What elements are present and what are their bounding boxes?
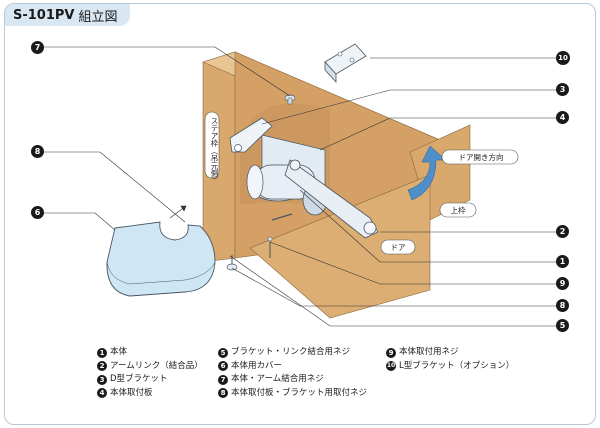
- legend-number: 4: [97, 388, 107, 399]
- diagram-title: 組立図: [78, 9, 118, 25]
- legend-text: 本体用カバー: [231, 360, 283, 371]
- callout-9: 9: [556, 277, 569, 290]
- door-open-arrow: [407, 145, 447, 201]
- legend-number: 3: [97, 374, 107, 385]
- callout-1: 1: [556, 255, 569, 268]
- legend-text: ブラケット・リンク結合用ネジ: [231, 347, 351, 357]
- callout-2: 2: [556, 225, 569, 238]
- legend-text: アームリンク（結合品）: [110, 360, 203, 371]
- callout-5: 5: [556, 319, 569, 332]
- upper-frame-label: 上枠: [450, 206, 466, 215]
- legend-text: D型ブラケット: [110, 374, 168, 384]
- legend-text: L型ブラケット（オプション）: [399, 360, 515, 371]
- closer-body: [229, 117, 379, 239]
- legend-text: 本体: [110, 347, 128, 357]
- callout-6: 6: [31, 206, 44, 219]
- leader-lines: [44, 46, 560, 327]
- legend-number: 8: [218, 388, 228, 399]
- legend-number: 9: [386, 347, 396, 358]
- screw-7: [284, 94, 296, 105]
- door-label: ドア: [390, 243, 406, 252]
- callout-8-left: 8: [31, 145, 44, 158]
- door-open-direction-label: ドア開き方向: [458, 153, 504, 162]
- model-number: S-101PV: [13, 7, 75, 23]
- callout-4: 4: [556, 111, 569, 124]
- legend-text: 本体取付板・ブラケット用取付ネジ: [231, 387, 368, 398]
- label-pills: [380, 149, 519, 255]
- frame-vertical-label: ステア枠（吊元側）: [210, 117, 219, 185]
- legend-text: 本体・アーム結合用ネジ: [231, 374, 324, 384]
- legend-number: 1: [97, 347, 107, 358]
- legend-number: 10: [386, 361, 396, 372]
- legend-text: 本体取付用ネジ: [399, 347, 459, 357]
- legend-number: 2: [97, 361, 107, 372]
- legend-number: 5: [218, 347, 228, 358]
- l-bracket: [324, 43, 367, 84]
- legend-text: 本体取付板: [110, 387, 153, 398]
- callout-10: 10: [556, 51, 570, 65]
- callout-7: 7: [31, 41, 44, 54]
- legend-number: 6: [218, 361, 228, 372]
- callout-8-right: 8: [556, 299, 569, 312]
- title-bar: S-101PV 組立図: [5, 4, 130, 26]
- legend-number: 7: [218, 374, 228, 385]
- closer-cover: [106, 221, 216, 297]
- callout-3: 3: [556, 83, 569, 96]
